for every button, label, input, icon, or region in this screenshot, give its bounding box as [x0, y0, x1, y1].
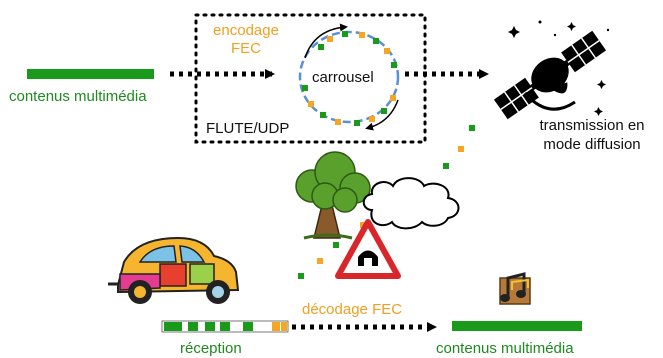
input-content-label: contenus multimédia	[9, 88, 147, 105]
reception-bar	[161, 320, 289, 333]
decoding-label: décodage FEC	[302, 301, 403, 318]
tunnel-warning-sign-icon	[335, 219, 401, 279]
carousel-label: carrousel	[312, 69, 374, 86]
input-content-bar	[27, 69, 154, 79]
broadcast-label: transmission en mode diffusion	[539, 117, 645, 153]
reception-label: réception	[180, 340, 242, 357]
protocol-label: FLUTE/UDP	[206, 120, 290, 137]
car-icon	[108, 236, 240, 304]
tree-icon	[295, 151, 371, 240]
output-content-label: contenus multimédia	[436, 340, 574, 357]
flute-udp-box	[194, 13, 427, 144]
carousel-rotation-arrow-top	[304, 23, 348, 59]
encoding-label: encodage FEC	[213, 22, 279, 57]
cloud-icon	[362, 177, 460, 230]
carousel-packets	[302, 31, 397, 126]
music-notes-icon	[499, 272, 531, 305]
carousel-rotation-arrow-bottom	[365, 99, 399, 131]
output-content-bar	[452, 321, 582, 331]
satellite-icon	[493, 20, 610, 120]
carousel-circle	[298, 30, 400, 124]
